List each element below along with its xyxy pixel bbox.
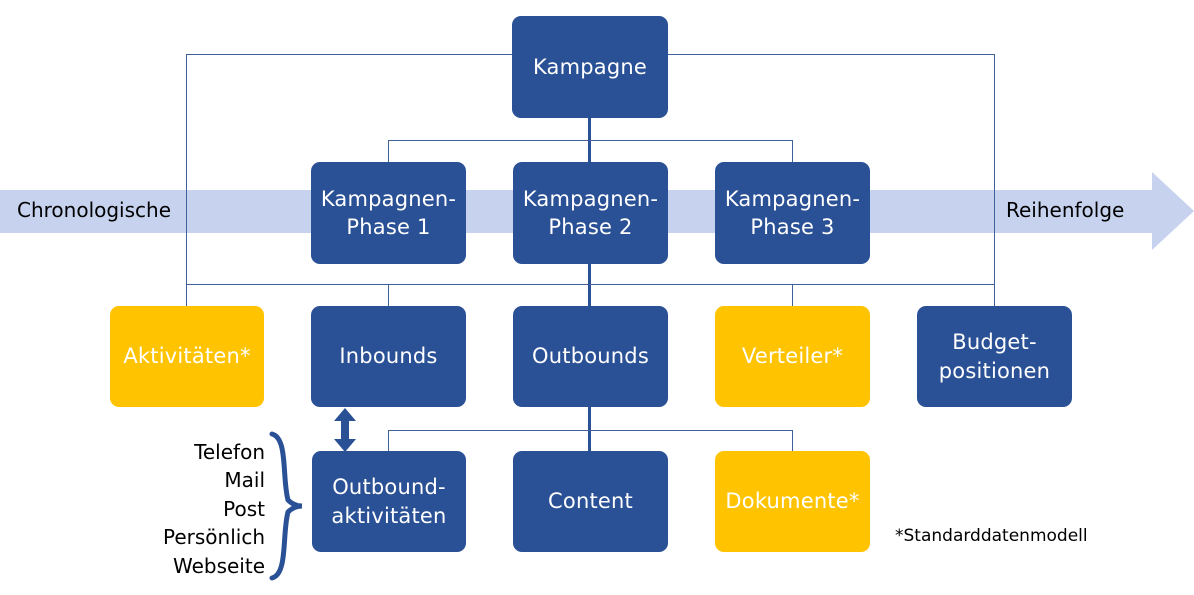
node-outboundaktivitaeten[interactable]: Outbound- aktivitäten [312, 451, 466, 552]
node-outbounds[interactable]: Outbounds [513, 306, 668, 407]
connector-verteiler-drop [792, 284, 793, 307]
connector-inbounds-drop [388, 284, 389, 307]
node-verteiler[interactable]: Verteiler* [715, 306, 870, 407]
connector-frame-left-vertical [186, 54, 187, 307]
connector-level4-bus [388, 430, 793, 431]
node-kampagnen-phase-1[interactable]: Kampagnen- Phase 1 [311, 162, 466, 264]
connector-dokumente-drop [792, 430, 793, 452]
outbound-channel-brace [266, 430, 310, 582]
outbound-channel-list: Telefon Mail Post Persönlich Webseite [163, 440, 265, 578]
connector-root-right-horizontal [667, 54, 995, 55]
connector-root-left-horizontal [186, 54, 513, 55]
node-aktivitaeten[interactable]: Aktivitäten* [110, 306, 264, 407]
node-dokumente[interactable]: Dokumente* [715, 451, 870, 552]
inbounds-outboundactivities-double-arrow [330, 408, 360, 452]
connector-level3-bus [186, 284, 995, 285]
connector-outbounds-down [588, 407, 591, 452]
node-content[interactable]: Content [513, 451, 668, 552]
connector-phase3-drop [792, 140, 793, 163]
connector-frame-right-vertical [994, 54, 995, 307]
connector-outboundaktivitaeten-drop [388, 430, 389, 452]
connector-phase2-down [588, 263, 591, 307]
footnote-standarddatenmodell: *Standarddatenmodell [895, 526, 1088, 546]
node-kampagne[interactable]: Kampagne [512, 16, 668, 118]
node-kampagnen-phase-2[interactable]: Kampagnen- Phase 2 [513, 162, 668, 264]
node-budgetpositionen[interactable]: Budget- positionen [917, 306, 1072, 407]
timeline-right-label: Reihenfolge [1006, 198, 1125, 222]
connector-phase-bus [388, 140, 793, 141]
node-kampagnen-phase-3[interactable]: Kampagnen- Phase 3 [715, 162, 870, 264]
timeline-arrow-head [1152, 172, 1194, 250]
connector-phase1-drop [388, 140, 389, 163]
timeline-left-label: Chronologische [17, 198, 172, 222]
node-inbounds[interactable]: Inbounds [311, 306, 466, 407]
